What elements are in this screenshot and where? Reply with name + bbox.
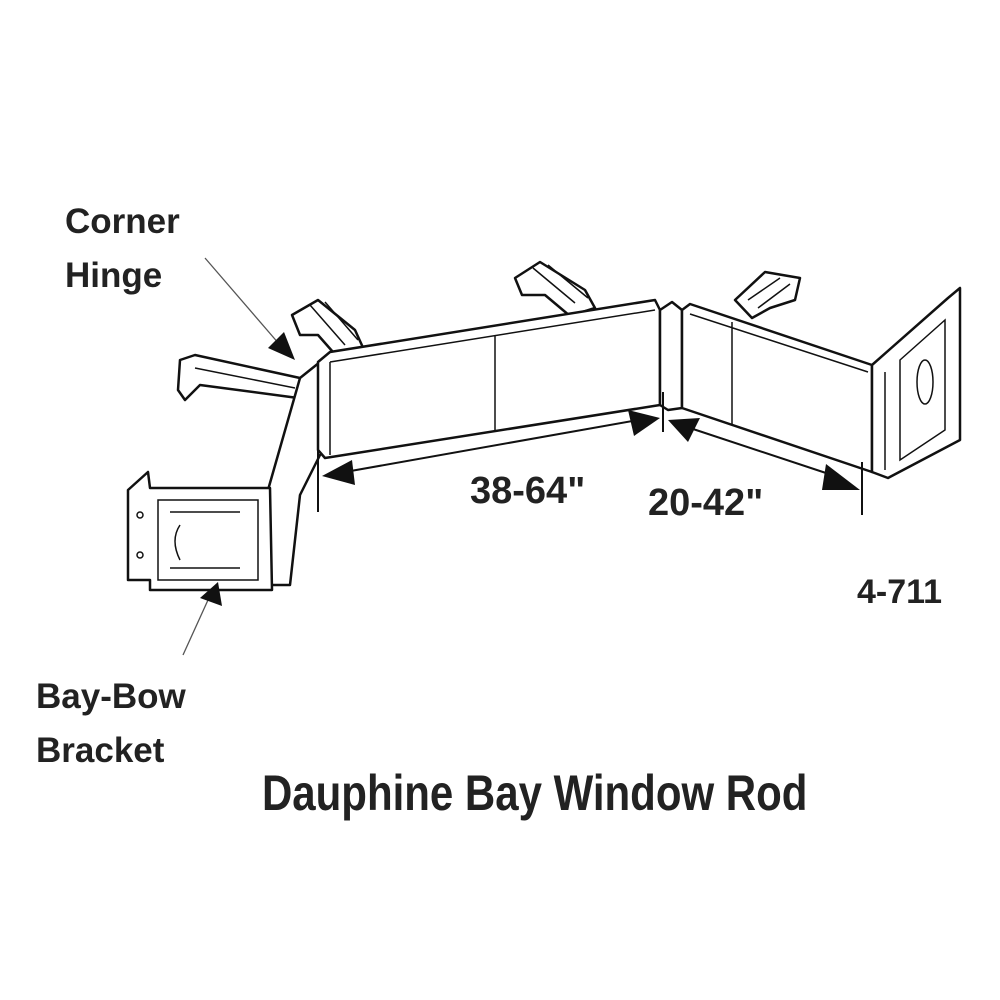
corner-hinge-label-line2: Hinge xyxy=(65,256,162,295)
dimension-short-label: 20-42" xyxy=(648,482,763,524)
mounting-clip xyxy=(513,260,597,318)
dimension-line-short xyxy=(668,418,863,515)
corner-hinge-leader xyxy=(204,257,295,360)
part-number: 4-711 xyxy=(857,573,942,611)
bracket-leader xyxy=(182,582,222,656)
mounting-clip xyxy=(733,270,802,320)
bay-bow-bracket-label-line1: Bay-Bow xyxy=(36,677,187,716)
dimension-long-label: 38-64" xyxy=(470,470,585,512)
dimension-line-long xyxy=(317,392,664,512)
corner-hinge-label-line1: Corner xyxy=(65,202,180,241)
end-bracket xyxy=(870,286,962,480)
side-clip xyxy=(176,353,302,402)
diagram-title: Dauphine Bay Window Rod xyxy=(262,765,807,821)
bay-bow-bracket-label-line2: Bracket xyxy=(36,731,165,770)
bay-bow-bracket xyxy=(126,470,274,592)
short-rod-section xyxy=(680,302,874,474)
long-rod-section xyxy=(316,298,662,460)
